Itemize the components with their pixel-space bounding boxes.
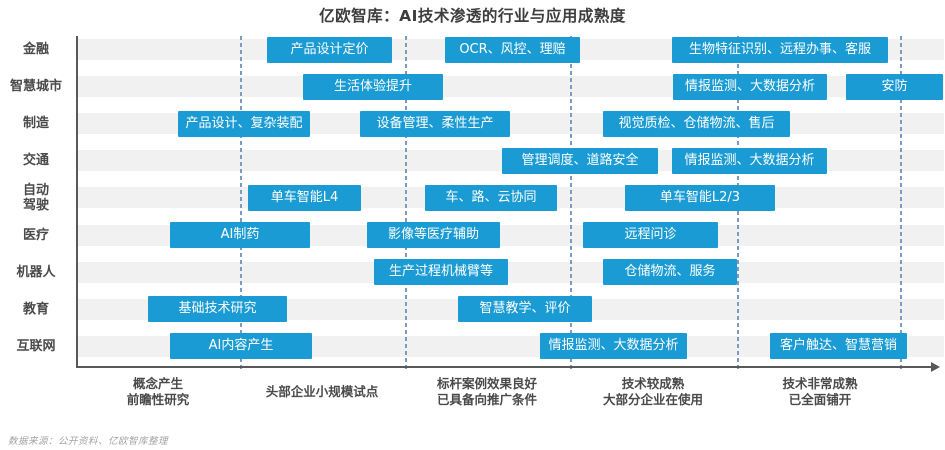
stage-label-line: 已全面铺开 (788, 392, 852, 407)
stage-label-line: 技术较成熟 (621, 376, 685, 391)
maturity-bar: AI制药 (170, 222, 310, 248)
maturity-bar: AI内容产生 (170, 333, 312, 360)
maturity-bar: 智慧教学、评价 (458, 296, 592, 323)
industry-label-line: 自动 (22, 182, 49, 198)
maturity-bar: 情报监测、大数据分析 (673, 73, 827, 100)
industry-label-line: 制造 (22, 116, 49, 132)
stage-label-line: 头部企业小规模试点 (265, 384, 379, 399)
maturity-bar: 设备管理、柔性生产 (360, 110, 510, 137)
maturity-bar: 安防 (846, 73, 943, 100)
industry-label-line: 教育 (22, 301, 49, 317)
maturity-bar: 车、路、云协同 (425, 184, 557, 211)
data-source-note: 数据来源：公开资料、亿欧智库整理 (8, 436, 169, 447)
stage-label-line: 大部分企业在使用 (602, 392, 703, 407)
maturity-bar: 产品设计定价 (267, 36, 392, 63)
industry-label: 互联网 (0, 339, 72, 354)
industry-label: 智慧城市 (0, 79, 72, 94)
maturity-bar: 单车智能L4 (248, 184, 361, 211)
maturity-bar: 仓储物流、服务 (603, 259, 737, 286)
industry-label-line: 金融 (22, 42, 49, 57)
maturity-bar: 影像等医疗辅助 (367, 222, 500, 248)
industry-label-line: 驾驶 (22, 197, 49, 213)
stage-label-line: 前瞻性研究 (126, 392, 190, 407)
stage-divider-line (900, 36, 902, 372)
industry-label-line: 智慧城市 (9, 79, 62, 95)
stage-divider-line (570, 36, 572, 372)
industry-label-line: 医疗 (22, 227, 49, 243)
industry-label: 医疗 (0, 228, 72, 243)
stage-label-line: 标杆案例效果良好 (436, 376, 537, 391)
stage-divider-line (405, 36, 407, 372)
stage-label-line: 技术非常成熟 (782, 376, 858, 391)
maturity-bar: 产品设计、复杂装配 (178, 110, 310, 137)
maturity-bar: 生物特征识别、远程办事、客服 (672, 36, 888, 63)
stage-label-line: 已具备向推广条件 (436, 392, 537, 407)
stage-label: 技术较成熟大部分企业在使用 (558, 374, 748, 410)
stage-label-line: 概念产生 (132, 376, 183, 391)
x-axis-line (76, 366, 932, 368)
maturity-bar: 情报监测、大数据分析 (540, 333, 687, 360)
row-stripe (77, 261, 944, 283)
industry-label: 教育 (0, 302, 72, 317)
stage-divider-line (240, 36, 242, 372)
industry-label-line: 交通 (22, 153, 49, 169)
maturity-bar: 单车智能L2/3 (625, 184, 775, 211)
stage-label: 概念产生前瞻性研究 (63, 374, 253, 410)
maturity-bar: 远程问诊 (583, 222, 718, 248)
maturity-bar: 生活体验提升 (303, 73, 443, 100)
stage-label: 技术非常成熟已全面铺开 (725, 374, 915, 410)
maturity-bar: OCR、风控、理赔 (445, 36, 580, 63)
industry-label: 交通 (0, 153, 72, 168)
stage-label: 标杆案例效果良好已具备向推广条件 (392, 374, 582, 410)
maturity-bar: 视觉质检、仓储物流、售后 (603, 110, 790, 137)
chart-title: 亿欧智库：AI技术渗透的行业与应用成熟度 (319, 7, 626, 25)
stage-label: 头部企业小规模试点 (227, 374, 417, 410)
maturity-bar: 情报监测、大数据分析 (672, 147, 827, 174)
y-axis-line (76, 36, 78, 367)
x-axis-arrowhead-icon (931, 362, 940, 372)
industry-label-line: 互联网 (16, 338, 56, 354)
industry-label: 制造 (0, 116, 72, 131)
industry-label: 自动驾驶 (0, 183, 72, 213)
industry-label-line: 机器人 (16, 264, 56, 280)
industry-label: 金融 (0, 42, 72, 57)
maturity-bar: 客户触达、智慧营销 (770, 333, 907, 360)
industry-label: 机器人 (0, 265, 72, 280)
maturity-bar: 管理调度、道路安全 (502, 147, 658, 174)
maturity-bar: 基础技术研究 (148, 296, 287, 323)
maturity-bar: 生产过程机械臂等 (374, 259, 508, 286)
